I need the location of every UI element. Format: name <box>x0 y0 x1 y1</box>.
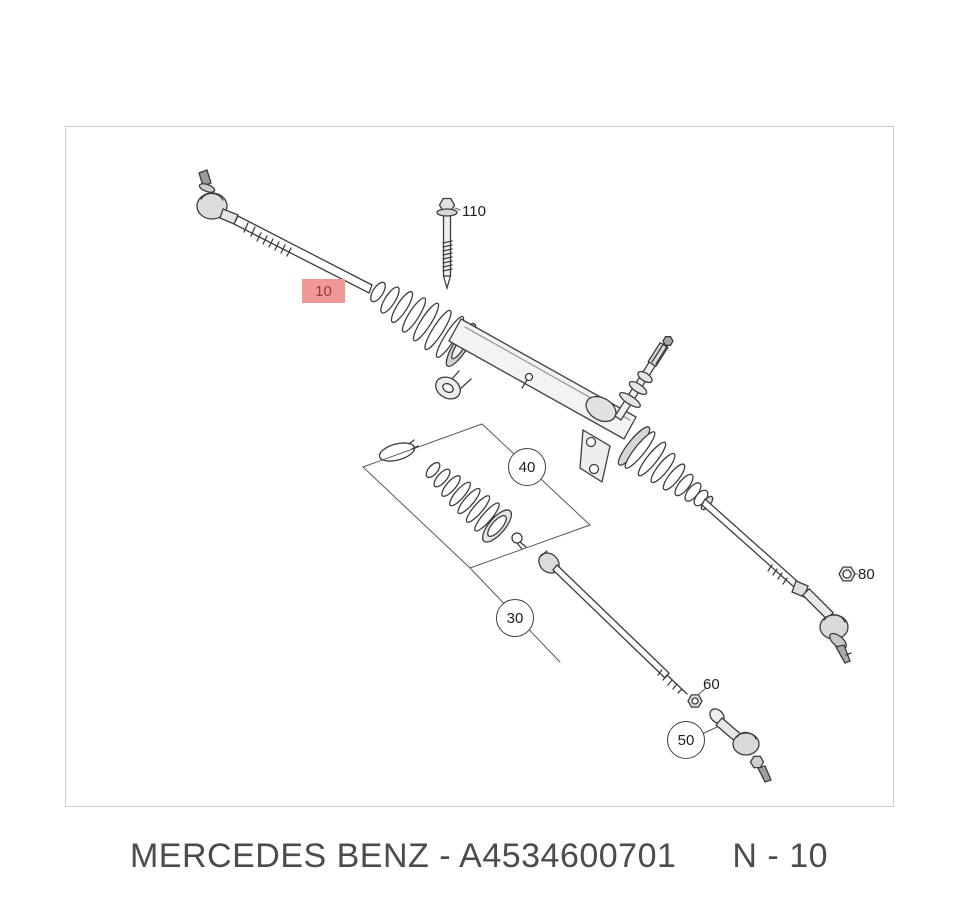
callout-80-outer-nut: 80 <box>858 566 875 583</box>
diagram-frame <box>65 126 894 807</box>
rack-boot-right-drawing <box>617 426 714 511</box>
callout-10-selected-highlight[interactable]: 10 <box>302 279 345 303</box>
callout-60-lock-nut: 60 <box>703 676 720 693</box>
callout-110-bolt: 110 <box>462 203 486 220</box>
footer-caption: MERCEDES BENZ - A4534600701 N - 10 <box>0 837 958 876</box>
flange-bolt-drawing <box>436 197 458 291</box>
callout-50-tie-rod-end: 50 <box>667 721 705 759</box>
inner-tie-rod-drawing <box>538 550 688 695</box>
nut-80-drawing <box>838 566 856 582</box>
input-shaft-drawing <box>614 336 674 421</box>
callout-30-inner-tie-rod: 30 <box>496 599 534 637</box>
callout-40-boot-kit: 40 <box>508 448 546 486</box>
footer-brand-part-number: MERCEDES BENZ - A4534600701 <box>129 837 677 875</box>
boot-kit-drawing <box>378 439 527 550</box>
footer-page-reference: N - 10 <box>732 837 829 875</box>
outer-tie-rod-left-drawing <box>196 169 373 294</box>
outer-tie-rod-right-drawing <box>701 497 852 664</box>
nut-60-drawing <box>687 694 703 708</box>
rack-housing-drawing <box>435 318 637 484</box>
tie-rod-end-drawing <box>709 708 772 783</box>
